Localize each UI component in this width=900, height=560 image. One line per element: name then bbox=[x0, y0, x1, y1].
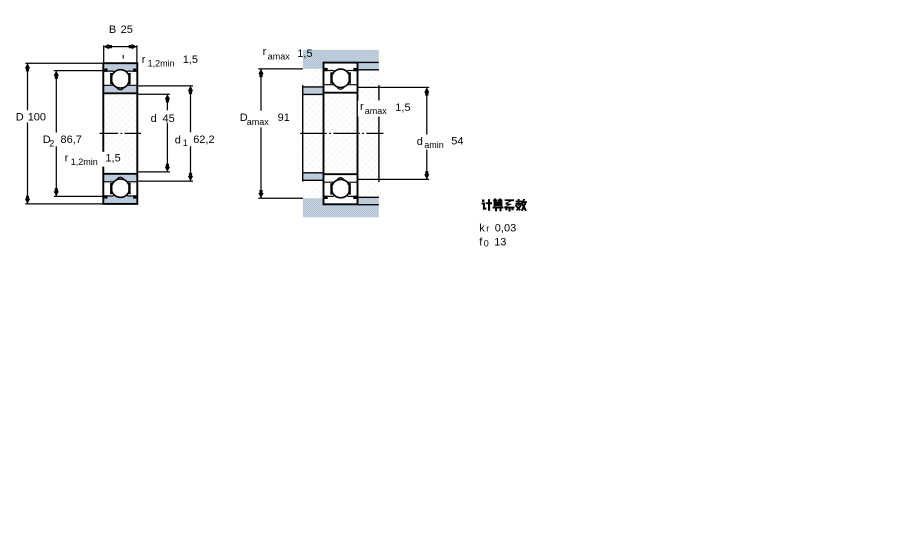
svg-text:amin: amin bbox=[424, 140, 444, 150]
svg-text:f: f bbox=[479, 237, 483, 249]
svg-text:d: d bbox=[175, 134, 181, 146]
svg-text:D: D bbox=[16, 112, 24, 124]
svg-text:1,5: 1,5 bbox=[105, 152, 120, 164]
svg-text:r: r bbox=[263, 46, 267, 58]
svg-text:1,2min: 1,2min bbox=[148, 59, 175, 69]
svg-text:2: 2 bbox=[49, 138, 54, 148]
svg-text:amax: amax bbox=[247, 117, 270, 127]
svg-text:r: r bbox=[360, 101, 364, 113]
svg-text:1,2min: 1,2min bbox=[71, 157, 98, 167]
svg-text:D: D bbox=[43, 134, 51, 146]
svg-text:r: r bbox=[486, 224, 489, 234]
svg-text:54: 54 bbox=[451, 136, 463, 148]
svg-text:62,2: 62,2 bbox=[193, 134, 214, 146]
svg-text:d: d bbox=[417, 136, 423, 148]
svg-text:d: d bbox=[151, 113, 157, 125]
svg-text:amax: amax bbox=[268, 52, 291, 62]
svg-text:B: B bbox=[109, 24, 116, 36]
svg-text:D: D bbox=[240, 112, 248, 124]
svg-text:r: r bbox=[142, 54, 146, 66]
svg-text:1,5: 1,5 bbox=[183, 54, 198, 66]
svg-text:amax: amax bbox=[365, 106, 388, 116]
svg-text:86,7: 86,7 bbox=[61, 134, 82, 146]
svg-text:45: 45 bbox=[163, 113, 175, 125]
svg-text:25: 25 bbox=[121, 24, 133, 36]
svg-text:r: r bbox=[65, 152, 69, 164]
svg-text:1: 1 bbox=[183, 138, 188, 148]
svg-text:k: k bbox=[479, 222, 485, 234]
svg-text:0: 0 bbox=[484, 238, 489, 248]
svg-text:100: 100 bbox=[28, 112, 46, 124]
svg-text:1,5: 1,5 bbox=[297, 48, 312, 60]
svg-text:1,5: 1,5 bbox=[395, 102, 410, 114]
svg-text:91: 91 bbox=[278, 112, 290, 124]
svg-text:0,03: 0,03 bbox=[495, 222, 516, 234]
svg-text:13: 13 bbox=[494, 237, 506, 249]
